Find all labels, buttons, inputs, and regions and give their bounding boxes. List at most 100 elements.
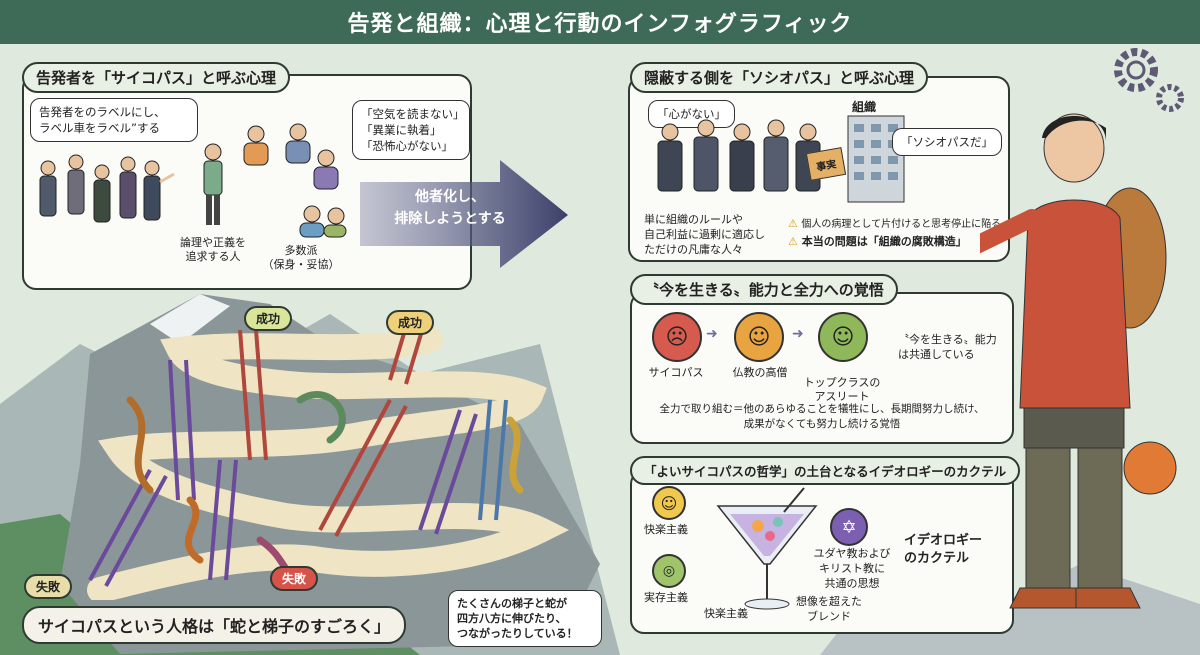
logic-person-line-2: 追求する人 [185, 250, 241, 263]
fail-tag-2-text: 失敗 [282, 572, 307, 586]
snake-yellow [506, 416, 524, 494]
whistleblower-heading: 告発者を「サイコパス」と呼ぶ心理 [22, 62, 291, 93]
sociopath-heading: 隠蔽する側を「ソシオパス」と呼ぶ心理 [630, 62, 929, 93]
star-avatar: ✡ [830, 508, 868, 546]
ladder-3 [168, 359, 196, 501]
crowd-bubble-line-1: 「空気を読まない」 [361, 107, 465, 121]
ideology-line-1: イデオロギー [904, 533, 983, 548]
warning-icon: ⚠ [788, 235, 798, 248]
page-title: 告発と組織：心理と行動のインフォグラフィック [0, 0, 1200, 44]
blend-line-1: 想像を超えた [796, 595, 862, 608]
majority-group-illustration [243, 123, 347, 238]
resolve-line-1: 全力で取り組む＝他のあらゆることを犠牲にし、長期間努力し続け、 [659, 403, 985, 415]
warning-icon: ⚠ [788, 217, 798, 230]
sociopath-heading-text: 隠蔽する側を「ソシオパス」と呼ぶ心理 [644, 69, 915, 87]
ordinary-line-2: 自己利益に過剰に適応し [644, 228, 765, 241]
crowd-bubble: 「空気を読まない」 「異業に執着」 「恐怖心がない」 [352, 100, 470, 160]
blend-line-2: ブレンド [807, 610, 851, 623]
board-note-line-2: 四方八方に伸びたり、 [457, 612, 567, 625]
warning-2: ⚠ 本当の問題は「組織の腐敗構造」 [788, 234, 1002, 249]
fail-tag-2: 失敗 [270, 566, 319, 591]
snake-orange [126, 396, 154, 494]
cocktail-glass-icon [716, 487, 818, 610]
warning-1-text: 個人の病理として片付けると思考停止に陥る [801, 219, 1002, 230]
cocktail-heading: 「よいサイコパスの哲学」の土台となるイデオロギーのカクテル [630, 456, 1021, 485]
snake-green [296, 391, 346, 444]
person-label-monk: 仏教の高僧 [724, 366, 796, 380]
board-caption: サイコパスという人格は「蛇と梯子のすごろく」 [22, 606, 407, 644]
othering-arrow [360, 160, 568, 268]
live-now-panel [630, 292, 1014, 444]
majority-line-1: 多数派 [284, 244, 318, 257]
mind-avatar: ◎ [652, 554, 686, 588]
person-label-psychopath: サイコパス [640, 366, 712, 380]
board-note-line-1: たくさんの梯子と蛇が [457, 597, 567, 610]
snake-brown [184, 496, 204, 564]
winding-path [87, 327, 570, 600]
board-note: たくさんの梯子と蛇が 四方八方に伸びたり、 つながったりしている！ [448, 590, 602, 647]
othering-line-2: 排除しようとする [394, 211, 506, 227]
resolve-line-2: 成果がなくても努力し続ける覚悟 [743, 418, 901, 430]
majority-line-2: （保身・妥協） [262, 258, 340, 271]
snakes-ladders-board [87, 319, 570, 600]
smile-avatar: ☺ [652, 486, 686, 520]
success-tag-1: 成功 [244, 306, 293, 331]
fail-tag-1-text: 失敗 [36, 580, 61, 594]
ladder-8 [208, 459, 238, 581]
resolve-text: 全力で取り組む＝他のあらゆることを犠牲にし、長期間努力し続け、 成果がなくても努… [640, 402, 1004, 432]
monk-label-text: 仏教の高僧 [732, 366, 788, 379]
arrow-right-icon: ➜ [706, 326, 718, 342]
common-line-2: は共通している [898, 348, 975, 361]
psychopath-label-text: サイコパス [648, 366, 704, 379]
logic-person-line-1: 論理や正義を [180, 236, 246, 249]
majority-label: 多数派 （保身・妥協） [256, 244, 346, 272]
fact-document-text: 事実 [815, 158, 838, 174]
judaism-line-3: 共通の思想 [824, 577, 880, 590]
live-now-heading-text: 〝今を生きる〟能力と全力への覚悟 [644, 281, 884, 299]
othering-line-1: 他者化し、 [415, 189, 485, 205]
gear-icon [1114, 48, 1184, 112]
blend-label: 想像を超えた ブレンド [784, 594, 874, 624]
ladder-2 [238, 329, 268, 461]
logic-person-label: 論理や正義を 追求する人 [168, 236, 258, 264]
office-building-icon [847, 115, 905, 203]
heart-bubble-text: 「心がない」 [657, 107, 726, 121]
face-icon: ☺ [747, 324, 771, 350]
athlete-label-text: トップクラスの アスリート [803, 376, 881, 403]
success-tag-2: 成功 [386, 310, 435, 335]
judaism-line-1: ユダヤ教および [813, 547, 891, 560]
label-bubble: 告発者をのラベルにし、 ラベル車をラベル”する [30, 98, 198, 142]
warning-2-text: 本当の問題は「組織の腐敗構造」 [801, 235, 967, 248]
label-bubble-line-2: ラベル車をラベル”する [39, 121, 160, 135]
cocktail-heading-text: 「よいサイコパスの哲学」の土台となるイデオロギーのカクテル [644, 464, 1007, 479]
cocktail-panel [630, 470, 1014, 634]
star-of-david-icon: ✡ [841, 516, 857, 538]
judaism-label: ユダヤ教および キリスト教に 共通の思想 [812, 546, 892, 591]
label-bubble-line-1: 告発者をのラベルにし、 [39, 105, 166, 119]
sociopath-bubble-text: 「ソシオパスだ」 [901, 135, 993, 149]
hedonism-2-text: 快楽主義 [704, 607, 748, 620]
judaism-line-2: キリスト教に [819, 562, 885, 575]
live-now-heading: 〝今を生きる〟能力と全力への覚悟 [630, 274, 898, 305]
athlete-avatar: ☺ [818, 312, 868, 362]
othering-arrow-text: 他者化し、 排除しようとする [380, 186, 520, 230]
ladder-6 [478, 399, 508, 521]
board-note-line-3: つながったりしている！ [457, 627, 578, 640]
sociopath-bubble: 「ソシオパスだ」 [892, 128, 1002, 156]
logic-person-illustration [203, 143, 223, 225]
ordinary-line-1: 単に組織のルールや [644, 213, 743, 226]
snow-cap [150, 294, 230, 344]
face-icon: ☹ [665, 324, 689, 350]
whistleblower-heading-text: 告発者を「サイコパス」と呼ぶ心理 [36, 69, 277, 87]
fail-tag-1: 失敗 [24, 574, 73, 599]
ideology-line-2: のカクテル [904, 551, 970, 566]
org-label: 組織 [852, 98, 876, 115]
accusing-crowd-illustration [39, 154, 175, 223]
smiley-icon: ☺ [660, 493, 678, 513]
crowd-bubble-line-3: 「恐怖心がない」 [361, 139, 453, 153]
org-label-text: 組織 [852, 100, 877, 114]
ladder-4 [318, 399, 408, 537]
hedonism-1-text: 快楽主義 [644, 523, 688, 536]
brain-icon: ◎ [662, 563, 676, 579]
success-tag-2-text: 成功 [398, 316, 423, 330]
